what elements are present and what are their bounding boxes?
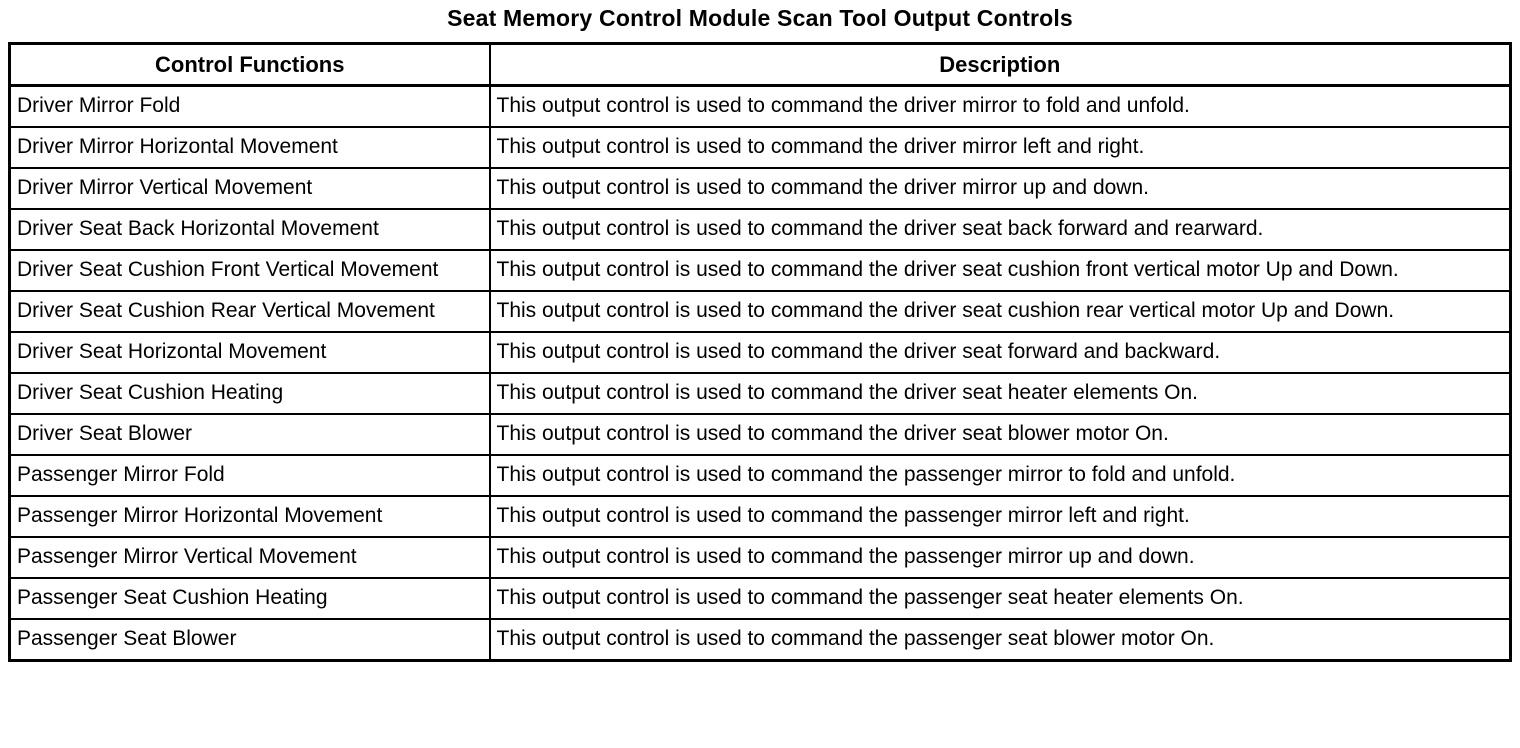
control-function-cell: Passenger Mirror Fold <box>8 454 491 497</box>
control-function-cell: Passenger Mirror Horizontal Movement <box>8 495 491 538</box>
control-function-cell: Driver Seat Cushion Heating <box>8 372 491 415</box>
description-cell: This output control is used to command t… <box>488 331 1512 374</box>
description-cell: This output control is used to command t… <box>488 577 1512 620</box>
control-function-cell: Driver Mirror Fold <box>8 84 491 128</box>
description-cell: This output control is used to command t… <box>488 290 1512 333</box>
page-title: Seat Memory Control Module Scan Tool Out… <box>447 5 1073 31</box>
description-cell: This output control is used to command t… <box>488 167 1512 210</box>
control-function-cell: Driver Seat Back Horizontal Movement <box>8 208 491 251</box>
control-function-cell: Passenger Mirror Vertical Movement <box>8 536 491 579</box>
description-cell: This output control is used to command t… <box>488 618 1512 662</box>
control-function-cell: Driver Seat Cushion Rear Vertical Moveme… <box>8 290 491 333</box>
description-cell: This output control is used to command t… <box>488 126 1512 169</box>
description-cell: This output control is used to command t… <box>488 249 1512 292</box>
control-function-cell: Passenger Seat Blower <box>8 618 491 662</box>
column-header-control-functions: Control Functions <box>8 42 491 87</box>
table-row: Driver Seat Cushion Front Vertical Movem… <box>8 249 1512 292</box>
output-controls-table: Control Functions Description Driver Mir… <box>8 42 1512 662</box>
control-function-cell: Passenger Seat Cushion Heating <box>8 577 491 620</box>
description-cell: This output control is used to command t… <box>488 84 1512 128</box>
control-function-cell: Driver Mirror Vertical Movement <box>8 167 491 210</box>
column-header-description: Description <box>488 42 1512 87</box>
description-cell: This output control is used to command t… <box>488 413 1512 456</box>
table-header: Control Functions Description <box>8 42 1512 87</box>
control-function-cell: Driver Seat Horizontal Movement <box>8 331 491 374</box>
control-function-cell: Driver Mirror Horizontal Movement <box>8 126 491 169</box>
description-cell: This output control is used to command t… <box>488 495 1512 538</box>
table-row: Driver Seat Cushion Rear Vertical Moveme… <box>8 290 1512 333</box>
control-function-cell: Driver Seat Cushion Front Vertical Movem… <box>8 249 491 292</box>
description-cell: This output control is used to command t… <box>488 372 1512 415</box>
control-function-cell: Driver Seat Blower <box>8 413 491 456</box>
description-cell: This output control is used to command t… <box>488 454 1512 497</box>
header-row: Control Functions Description <box>8 42 1512 87</box>
description-cell: This output control is used to command t… <box>488 208 1512 251</box>
description-cell: This output control is used to command t… <box>488 536 1512 579</box>
